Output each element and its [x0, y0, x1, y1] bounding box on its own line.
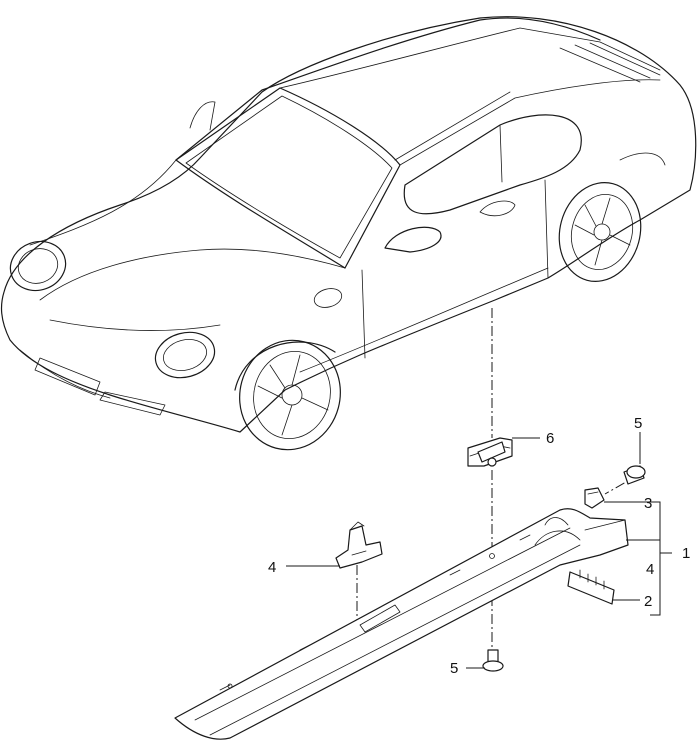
- callout-2: 2: [644, 593, 652, 610]
- callout-5-bottom: 5: [450, 660, 458, 677]
- screw-part-5-bottom: [482, 649, 504, 672]
- strip-part-2: [567, 569, 615, 605]
- car-illustration: [0, 16, 697, 451]
- callout-4-left: 4: [268, 559, 276, 576]
- callout-4-right: 4: [646, 561, 654, 578]
- bracket-part-6: [467, 437, 513, 467]
- callout-numbers: 1 2 3 4 4 5 5 6: [268, 415, 690, 677]
- screw-part-5-top: [623, 465, 646, 485]
- sill-cover-part: [174, 508, 629, 740]
- callout-1: 1: [682, 545, 690, 562]
- clip-part-3: [584, 487, 605, 509]
- leader-lines: [286, 432, 672, 669]
- callout-3: 3: [644, 495, 652, 512]
- callout-6: 6: [546, 430, 554, 447]
- clip-part-4: [335, 521, 383, 569]
- callout-5-top: 5: [634, 415, 642, 432]
